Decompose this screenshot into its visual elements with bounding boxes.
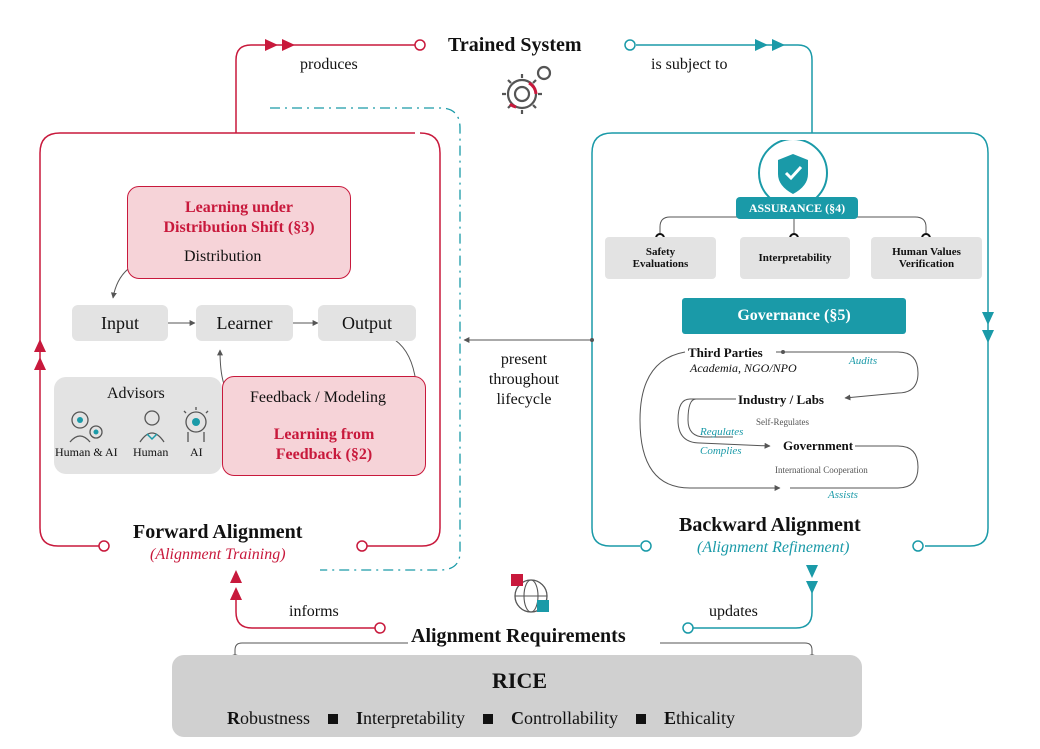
rice-separator [328, 713, 339, 724]
complies-label: Complies [700, 445, 742, 457]
self-regulates-label: Self-Regulates [756, 417, 809, 427]
distribution-shift-label: Learning under Distribution Shift (§3) [163, 199, 315, 236]
advisors-panel [54, 377, 222, 474]
assurance-badge[interactable]: ASSURANCE (§4) [736, 197, 858, 219]
ai-icon [183, 407, 209, 442]
alignment-requirements-title: Alignment Requirements [411, 625, 626, 647]
rice-controllability: Controllability [511, 708, 618, 728]
rice-items: Robustness Interpretability Controllabil… [227, 708, 735, 729]
updates-label: updates [709, 603, 758, 620]
puzzle-globe-icon [511, 574, 549, 613]
gear-icon [502, 65, 552, 114]
assists-label: Assists [828, 489, 858, 501]
rice-panel [172, 655, 862, 737]
regulates-label: Regulates [700, 426, 744, 438]
output-node[interactable]: Output [318, 305, 416, 341]
safety-evaluations-node[interactable]: Safety Evaluations [605, 237, 716, 279]
governance-node[interactable]: Governance (§5) [682, 298, 906, 334]
backward-alignment-title: Backward Alignment [679, 514, 861, 536]
advisors-label: Advisors [107, 385, 165, 402]
backward-alignment-subtitle: (Alignment Refinement) [697, 539, 850, 556]
rice-separator [483, 713, 493, 724]
lifecycle-label: present throughout lifecycle [488, 351, 560, 408]
human-ai-icon [69, 411, 103, 443]
rice-interpretability: Interpretability [356, 708, 465, 728]
distribution-label: Distribution [184, 248, 262, 265]
government-label: Government [783, 438, 854, 453]
human-icon [139, 410, 165, 443]
audits-label: Audits [849, 355, 878, 367]
third-parties-label: Third Parties [688, 345, 763, 360]
advisor-label-human: Human [133, 445, 169, 459]
forward-alignment-title: Forward Alignment [133, 521, 303, 543]
rice-ethicality: Ethicality [664, 708, 735, 728]
interpretability-node[interactable]: Interpretability [740, 237, 850, 279]
third-parties-sub: Academia, NGO/NPO [690, 361, 797, 375]
trained-system-title: Trained System [448, 34, 582, 56]
informs-label: informs [289, 603, 339, 620]
learning-feedback-box[interactable] [222, 376, 426, 476]
human-values-node[interactable]: Human Values Verification [871, 237, 982, 279]
rice-separator [636, 713, 646, 724]
forward-alignment-subtitle: (Alignment Training) [150, 546, 286, 563]
input-node[interactable]: Input [72, 305, 168, 341]
industry-labs-label: Industry / Labs [738, 392, 824, 407]
subject-to-label: is subject to [651, 56, 728, 73]
distribution-shift-box[interactable] [127, 186, 351, 279]
intl-coop-label: International Cooperation [775, 465, 868, 475]
produces-label: produces [300, 56, 358, 73]
feedback-modeling-label: Feedback / Modeling [250, 389, 386, 406]
advisor-label-human-ai: Human & AI [55, 445, 118, 459]
learner-node[interactable]: Learner [196, 305, 293, 341]
rice-robustness: Robustness [227, 708, 311, 728]
learning-feedback-label: Learning from Feedback (§2) [273, 426, 375, 463]
advisor-label-ai: AI [190, 445, 203, 459]
rice-title: RICE [492, 668, 548, 693]
